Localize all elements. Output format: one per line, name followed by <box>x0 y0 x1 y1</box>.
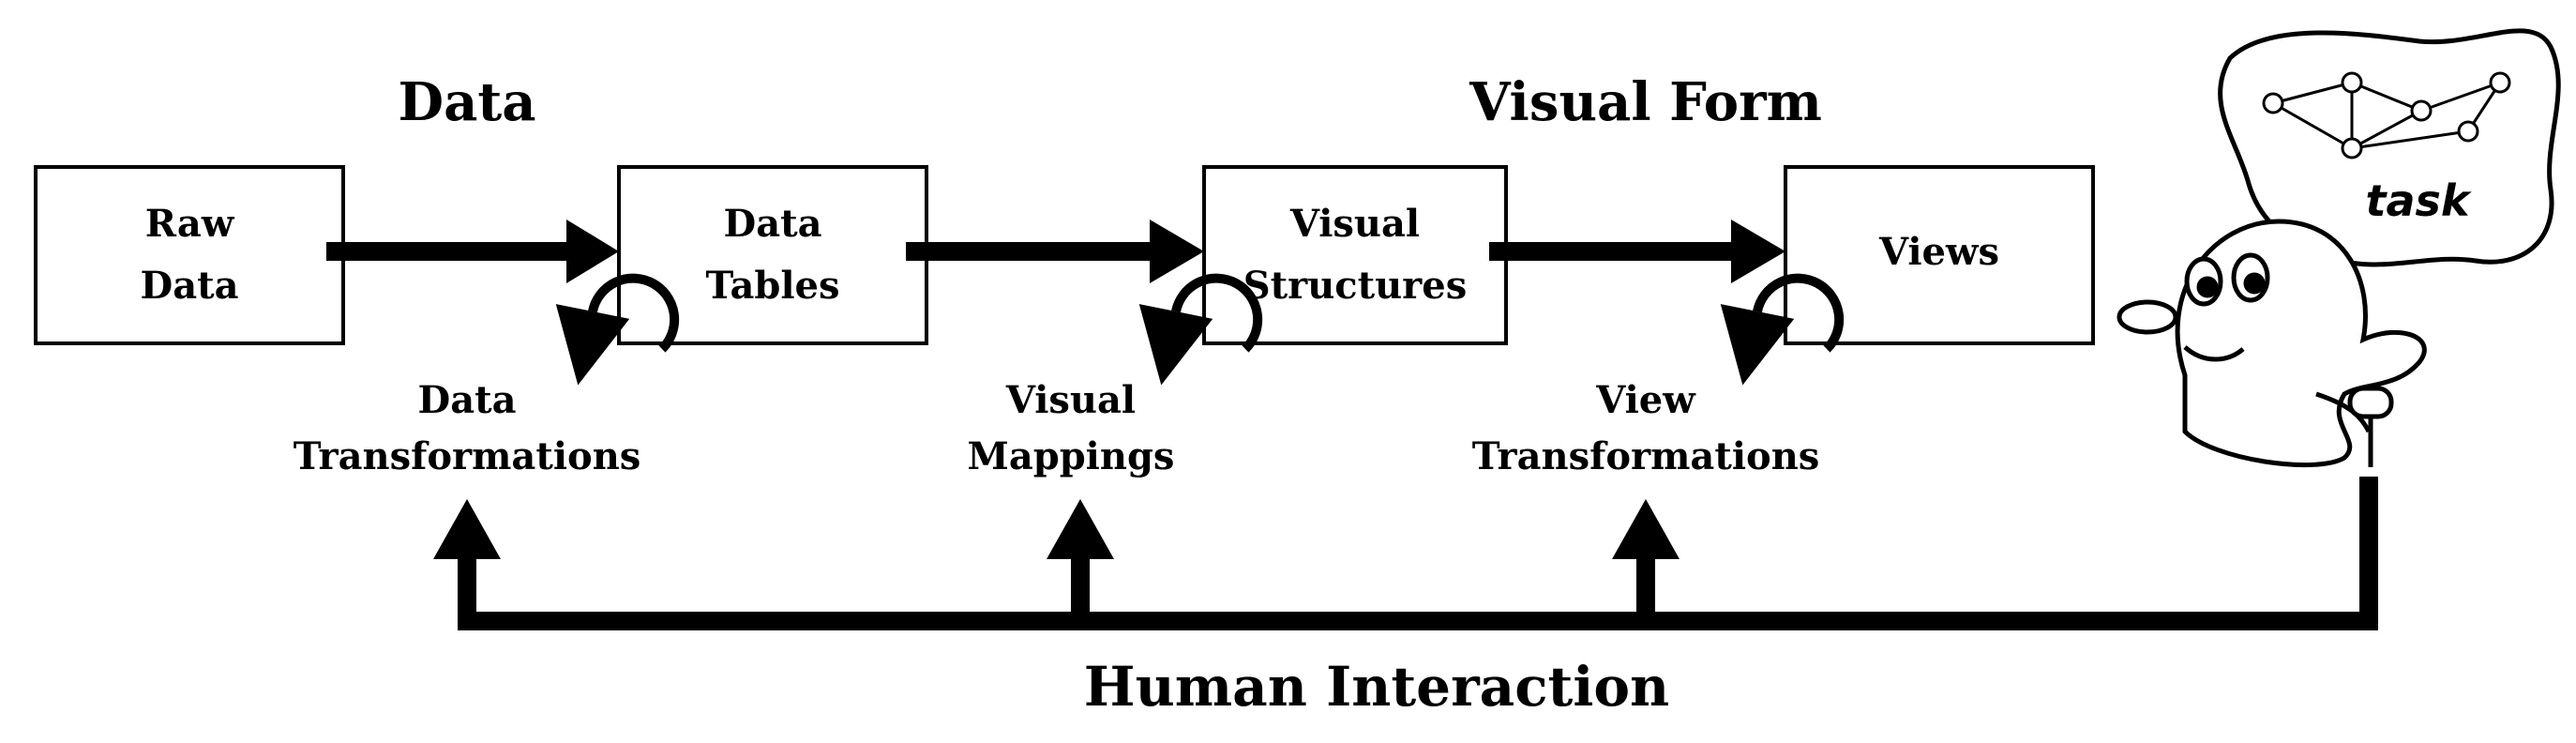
task-graph-icon <box>2262 71 2511 159</box>
box-data-tables-line1: Data <box>724 202 822 246</box>
loop-arrow-data-tables <box>555 273 680 386</box>
label-human-interaction: Human Interaction <box>1084 655 1669 719</box>
box-visual-structures-line1: Visual <box>1289 202 1420 246</box>
loop-arrow-views <box>1720 273 1845 386</box>
box-visual-structures-line2: Structures <box>1243 264 1467 308</box>
feedback-path <box>433 477 2378 630</box>
label-view-transformations-line2: Transformations <box>1472 434 1820 478</box>
box-raw-data-line1: Raw <box>145 202 235 246</box>
box-visual-structures: Visual Structures <box>1202 165 1508 345</box>
label-data-transformations-line1: Data <box>418 378 517 422</box>
label-visual-mappings-line1: Visual <box>1005 378 1136 422</box>
cartoon-user-icon <box>2117 219 2427 468</box>
box-raw-data: Raw Data <box>34 165 345 345</box>
forward-arrow-2 <box>906 220 1204 283</box>
box-views-line1: Views <box>1878 230 1999 274</box>
box-data-tables-line2: Tables <box>706 264 840 308</box>
label-visual-mappings-line2: Mappings <box>968 434 1175 478</box>
task-thought-bubble: task <box>2218 28 2561 267</box>
heading-data: Data <box>399 71 536 133</box>
forward-arrow-1 <box>326 220 619 283</box>
task-label: task <box>2365 175 2471 226</box>
box-data-tables: Data Tables <box>617 165 928 345</box>
label-view-transformations-line1: View <box>1595 378 1696 422</box>
heading-visual-form: Visual Form <box>1469 71 1822 133</box>
loop-arrow-visual-structures <box>1138 273 1263 386</box>
forward-arrow-3 <box>1489 220 1785 283</box>
box-views: Views <box>1784 165 2095 345</box>
box-raw-data-line2: Data <box>141 264 239 308</box>
label-data-transformations-line2: Transformations <box>294 434 641 478</box>
